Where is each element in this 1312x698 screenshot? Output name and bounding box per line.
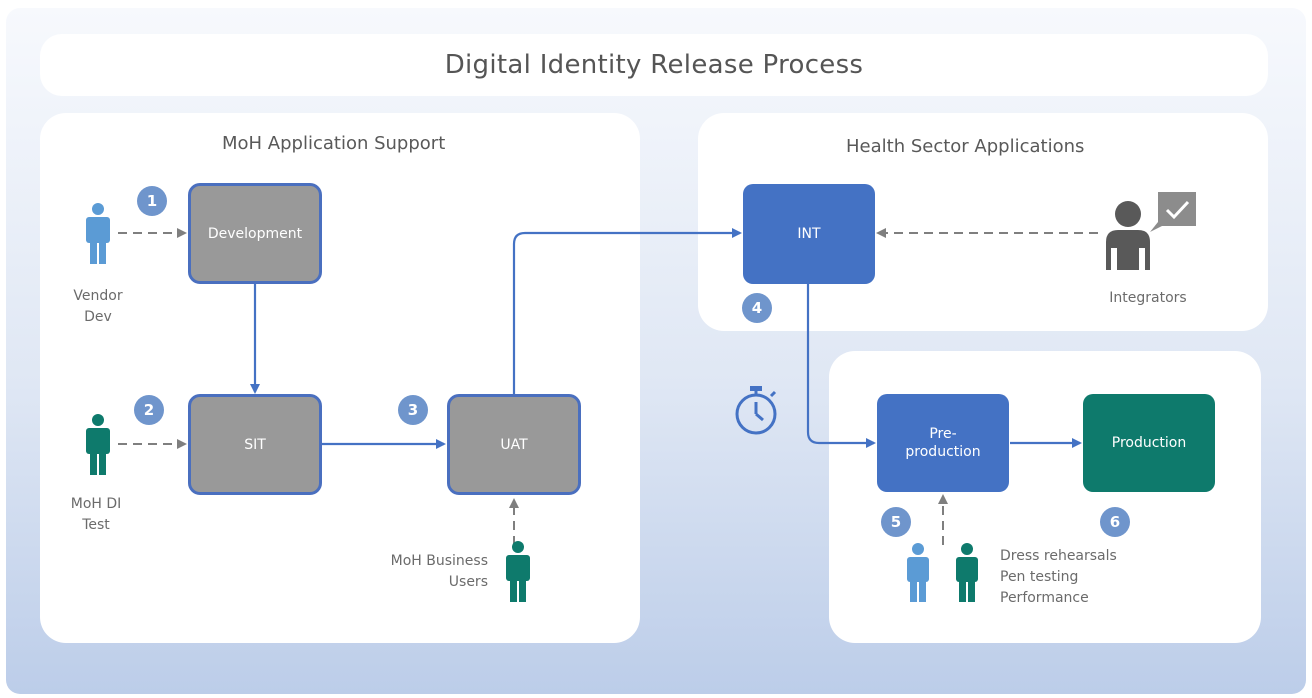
activity-performance: Performance <box>1000 590 1089 606</box>
step-badge-1: 1 <box>137 186 167 216</box>
stage-sit: SIT <box>188 394 322 495</box>
person-icon <box>86 414 110 475</box>
panel-title-health: Health Sector Applications <box>846 136 1085 157</box>
step-badge-6: 6 <box>1100 507 1130 537</box>
activity-pen-testing: Pen testing <box>1000 569 1079 585</box>
actor-label-integrators: Integrators <box>1109 290 1187 306</box>
stage-uat: UAT <box>447 394 581 495</box>
stage-production: Production <box>1083 394 1215 492</box>
stage-int: INT <box>743 184 875 284</box>
person-icon <box>506 541 530 602</box>
actor-label-moh-business-users: MoH Business Users <box>390 553 488 590</box>
preprod-activity-list: Dress rehearsals Pen testing Performance <box>1000 546 1117 609</box>
panel-title-moh: MoH Application Support <box>222 133 446 154</box>
step-badge-5: 5 <box>881 507 911 537</box>
activity-dress-rehearsals: Dress rehearsals <box>1000 548 1117 564</box>
stage-preproduction: Pre- production <box>877 394 1009 492</box>
stage-development: Development <box>188 183 322 284</box>
person-icon <box>86 203 110 264</box>
person-icon <box>956 543 978 602</box>
arrow-int-to-preproduction <box>806 284 876 448</box>
step-badge-2: 2 <box>134 395 164 425</box>
integrator-icon <box>1106 192 1196 270</box>
diagram-title: Digital Identity Release Process <box>40 34 1268 96</box>
actor-label-vendor-dev: Vendor Dev <box>73 288 123 325</box>
person-icon <box>907 543 929 602</box>
arrow-uat-to-int <box>512 228 742 394</box>
step-badge-3: 3 <box>398 395 428 425</box>
actor-label-moh-di-test: MoH DI Test <box>70 496 122 533</box>
step-badge-4: 4 <box>742 293 772 323</box>
stopwatch-icon <box>735 386 777 435</box>
